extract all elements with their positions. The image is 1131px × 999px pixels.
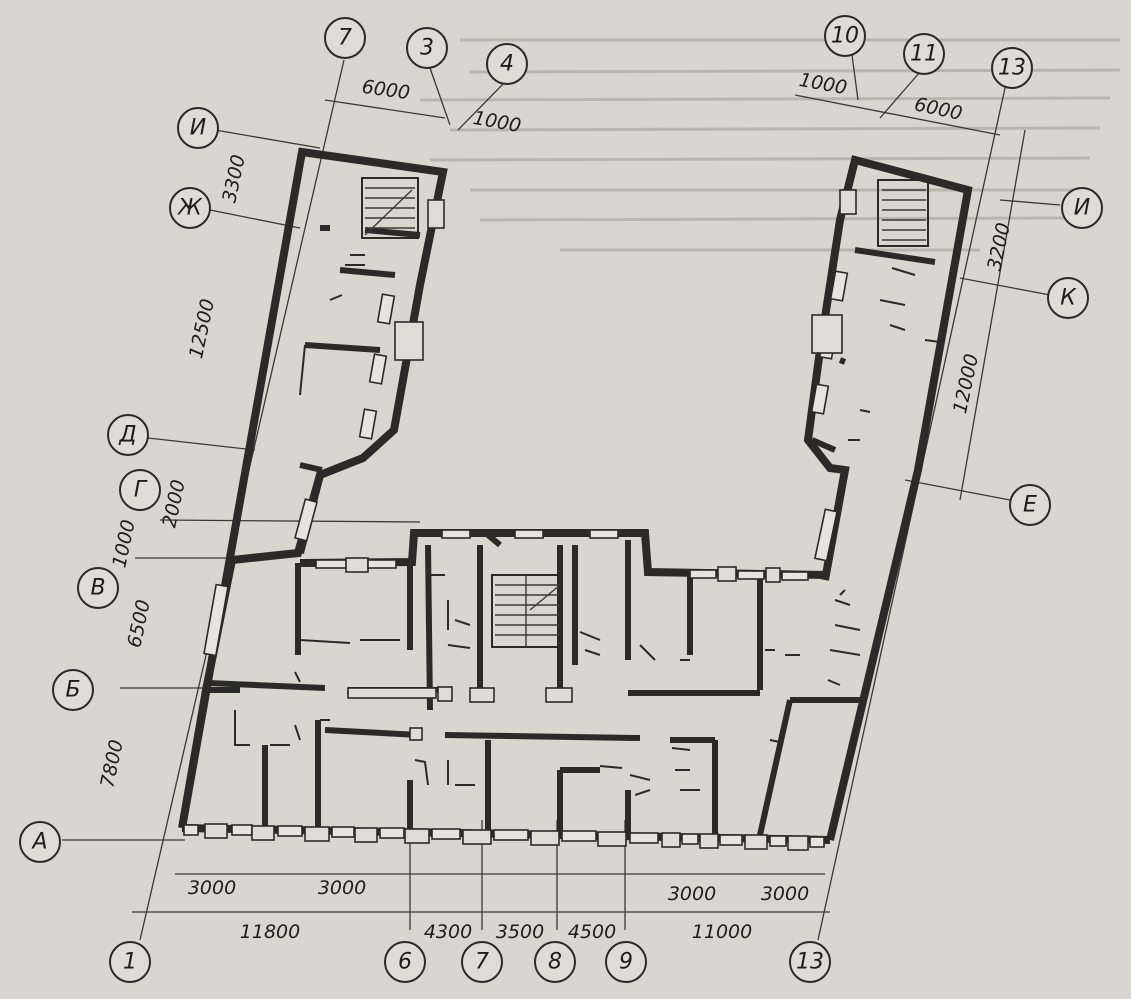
dim-6000-left: 6000 (360, 76, 411, 105)
row-bubble-Zh: Ж (169, 187, 211, 229)
axis-bubble-8: 8 (534, 941, 576, 983)
dim-11800: 11800 (240, 921, 300, 943)
dim-2000: 2000 (158, 478, 190, 530)
row-bubble-I-right: И (1061, 187, 1103, 229)
svg-text:1: 1 (123, 950, 137, 975)
svg-text:13: 13 (998, 56, 1026, 81)
svg-text:7: 7 (475, 950, 489, 975)
axis-bubble-13-top: 13 (991, 47, 1033, 89)
axis-bubble-6: 6 (384, 941, 426, 983)
axis-bubble-9: 9 (605, 941, 647, 983)
dim-3000-b: 3000 (318, 877, 366, 899)
interior-walls (207, 225, 936, 836)
grid-bubbles-bottom: 1 6 7 8 9 13 (109, 941, 831, 983)
svg-text:10: 10 (831, 24, 859, 49)
grid-bubbles-left: И Ж Д Г В Б А (19, 107, 219, 863)
windows-top-middle (315, 529, 809, 583)
svg-text:К: К (1060, 286, 1077, 311)
svg-text:И: И (1074, 196, 1090, 221)
axis-bubble-7: 7 (461, 941, 503, 983)
svg-text:8: 8 (548, 950, 562, 975)
dim-3000-c: 3000 (668, 883, 716, 905)
svg-text:6: 6 (398, 950, 412, 975)
dim-7800: 7800 (96, 738, 128, 790)
corridor-partitions (347, 686, 573, 741)
row-bubble-V: В (77, 567, 119, 609)
dim-6500: 6500 (123, 598, 155, 650)
grid-bubbles-top: 7 3 4 10 11 13 (324, 15, 1033, 89)
axis-bubble-10: 10 (824, 15, 866, 57)
dim-4500: 4500 (568, 921, 616, 943)
svg-text:Б: Б (65, 678, 80, 703)
dim-1000-left: 1000 (108, 518, 140, 570)
stairs-central (491, 574, 563, 648)
axis-bubble-13-bottom: 13 (789, 941, 831, 983)
dim-1000-top-left: 1000 (471, 107, 522, 137)
axis-bubble-3: 3 (406, 27, 448, 69)
svg-text:Д: Д (118, 423, 136, 448)
dim-3000-a: 3000 (188, 877, 236, 899)
svg-text:4: 4 (500, 52, 514, 77)
svg-text:Ж: Ж (176, 196, 203, 221)
doors (234, 254, 941, 796)
windows-bottom (183, 823, 825, 851)
dim-3200: 3200 (983, 221, 1015, 273)
dim-12500: 12500 (185, 297, 219, 361)
axis-bubble-4: 4 (486, 43, 528, 85)
stairs-right-wing (877, 179, 929, 247)
svg-text:7: 7 (338, 26, 352, 51)
grid-bubbles-right: И К Е (1009, 187, 1103, 526)
grid-lines (62, 39, 1061, 941)
windows-wings (203, 189, 857, 657)
row-bubble-A: А (19, 821, 61, 863)
dim-3000-d: 3000 (761, 883, 809, 905)
dim-4300: 4300 (424, 921, 472, 943)
row-bubble-G: Г (119, 469, 161, 511)
row-bubble-I-left: И (177, 107, 219, 149)
axis-bubble-7-top: 7 (324, 17, 366, 59)
dim-11000: 11000 (692, 921, 752, 943)
row-bubble-D: Д (107, 414, 149, 456)
background-bleed-text (419, 38, 1121, 252)
svg-text:Е: Е (1023, 493, 1037, 518)
svg-text:11: 11 (910, 42, 938, 67)
stairs-left-wing (361, 177, 419, 239)
svg-text:13: 13 (796, 950, 824, 975)
svg-text:3: 3 (420, 36, 434, 61)
row-bubble-E: Е (1009, 484, 1051, 526)
svg-text:А: А (30, 830, 47, 855)
svg-text:Г: Г (134, 478, 148, 503)
dim-1000-top-right: 1000 (797, 69, 848, 99)
axis-bubble-1: 1 (109, 941, 151, 983)
svg-text:9: 9 (619, 950, 633, 975)
axis-bubble-11: 11 (903, 33, 945, 75)
dim-3300: 3300 (218, 153, 250, 205)
row-bubble-B: Б (52, 669, 94, 711)
dim-3500: 3500 (496, 921, 544, 943)
svg-text:И: И (190, 116, 206, 141)
row-bubble-K: К (1047, 277, 1089, 319)
svg-text:В: В (90, 576, 105, 601)
dim-12000: 12000 (949, 352, 983, 416)
